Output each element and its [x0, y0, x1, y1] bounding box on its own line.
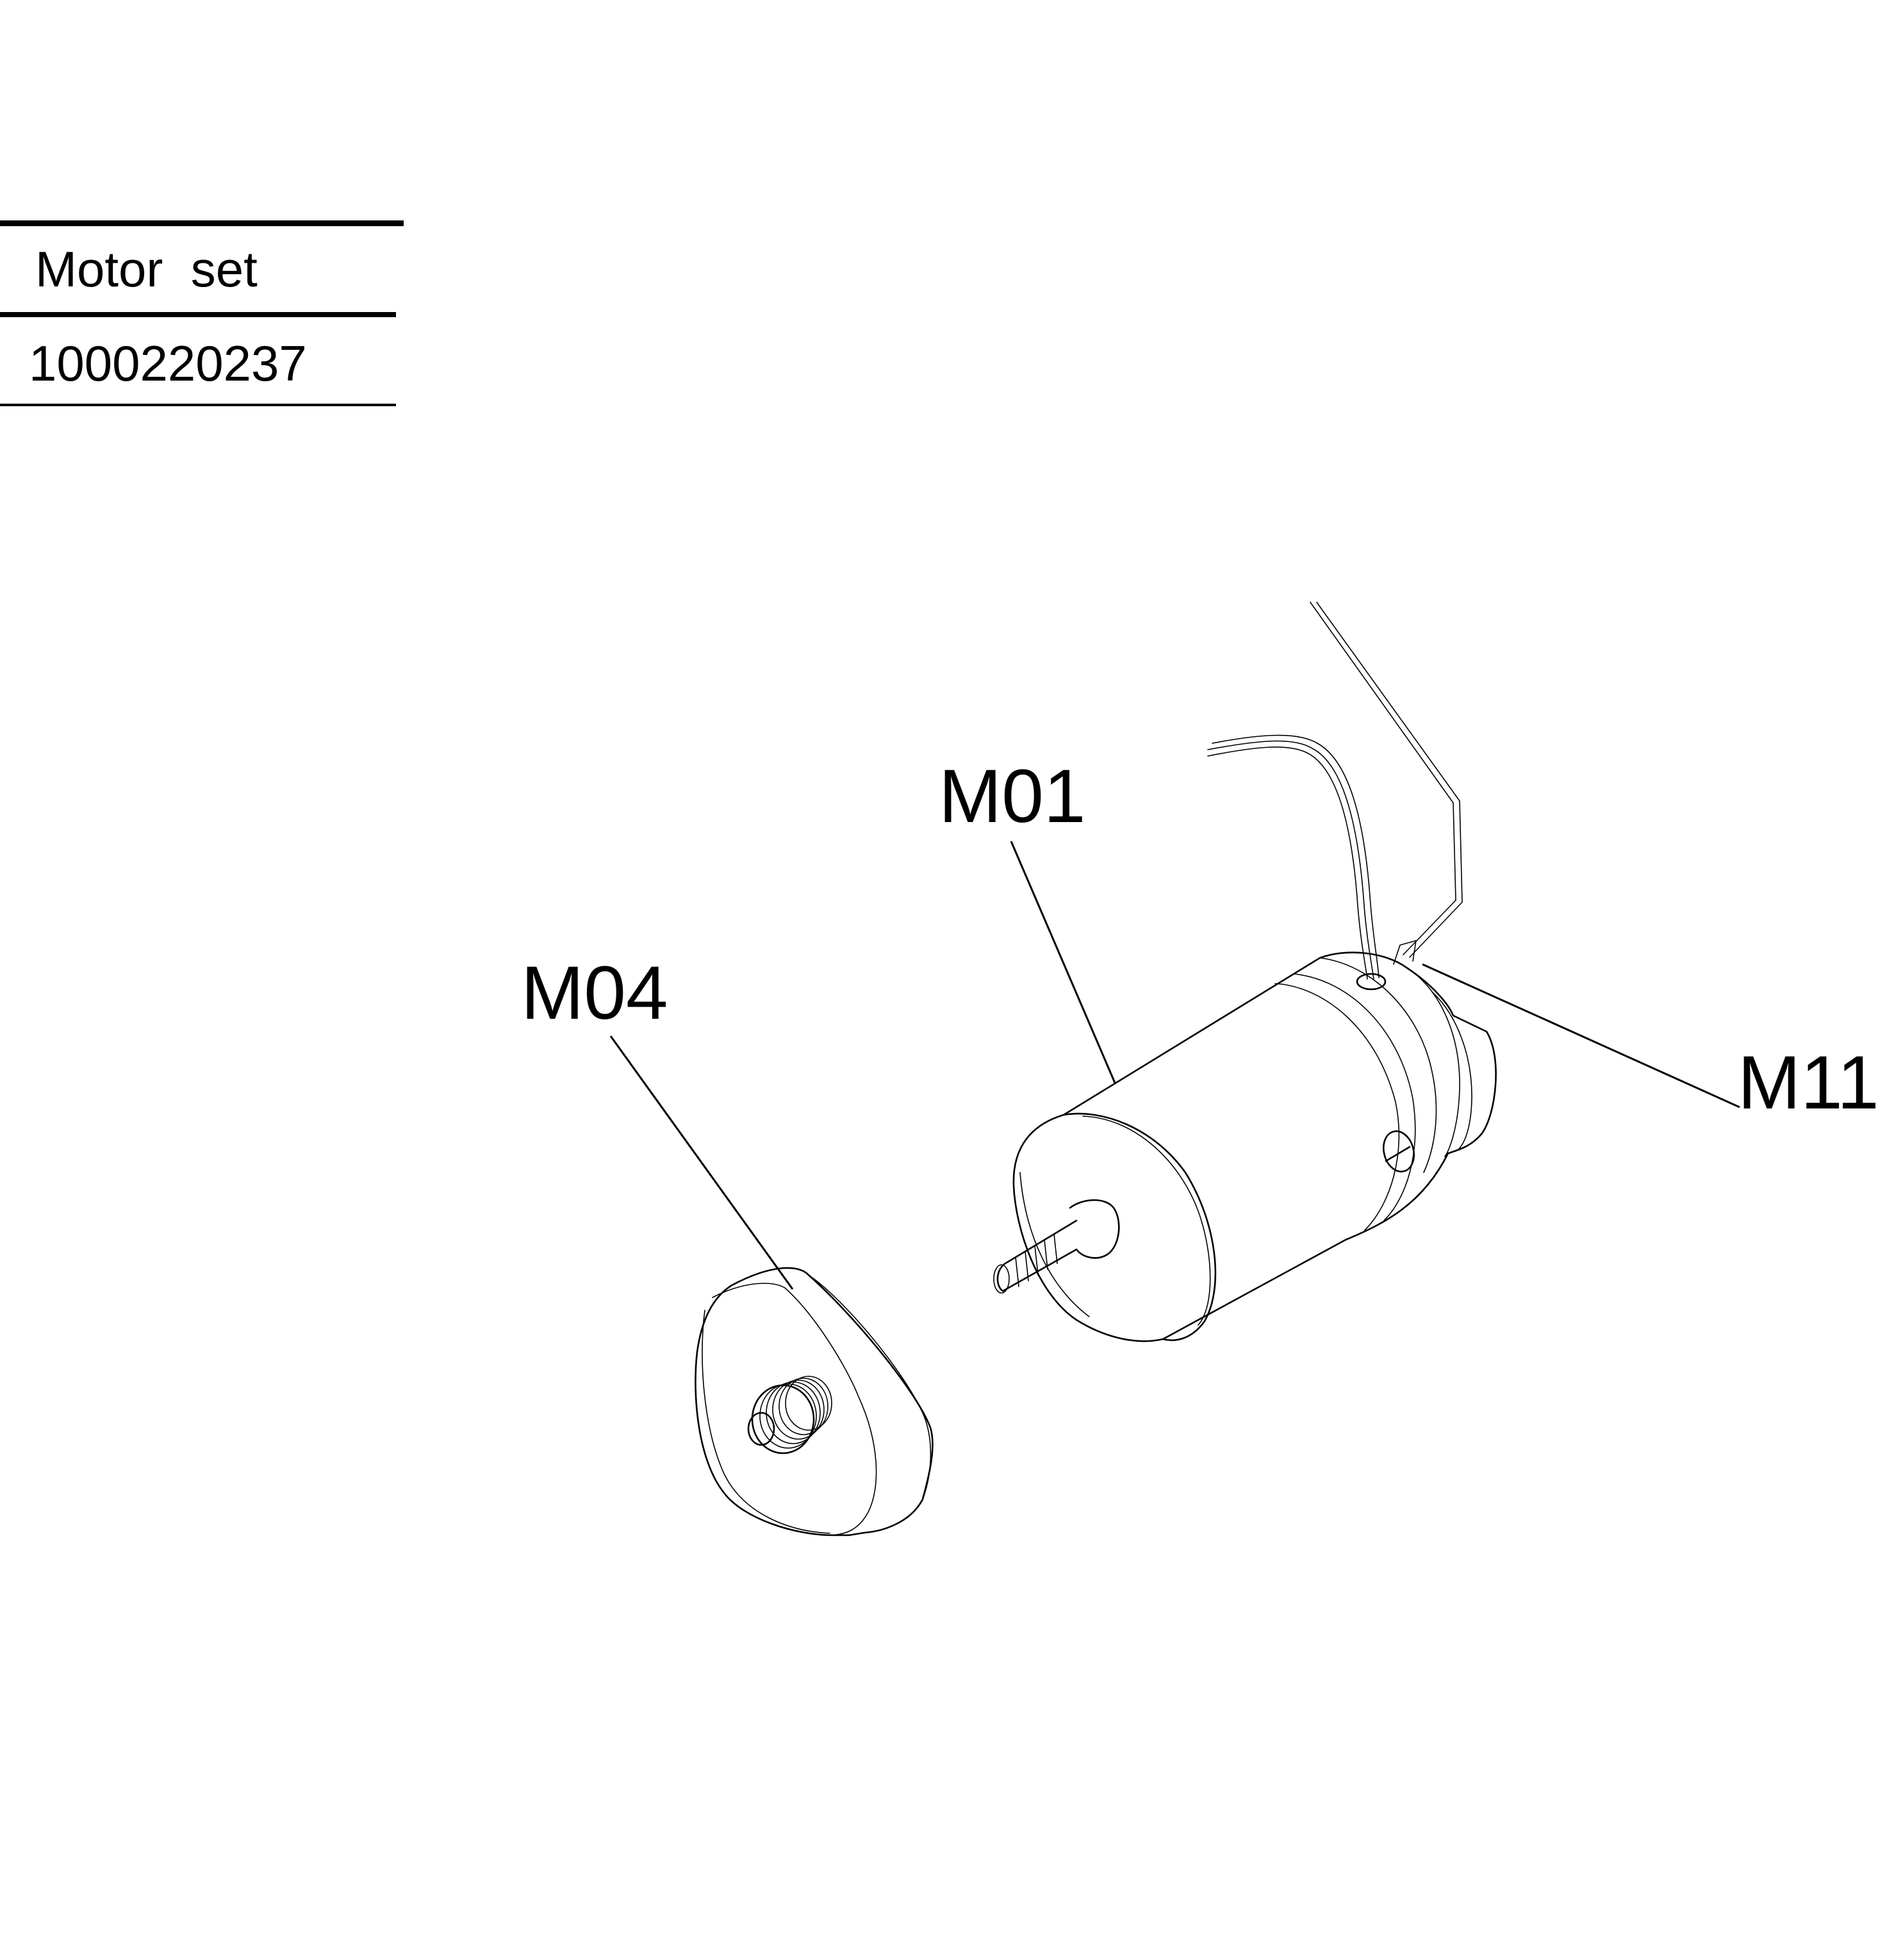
motor-long-wire-b: [1316, 602, 1463, 958]
part-number: 1000220237: [29, 335, 307, 391]
motor-long-wire-a: [1310, 602, 1456, 955]
motor-seam-2: [1294, 973, 1416, 1221]
end-cap-face-inner-edge: [702, 1310, 830, 1534]
motor-part-m01: [993, 602, 1497, 1342]
end-cap-bore: [747, 1412, 775, 1446]
motor-lead-wire-2: [1207, 740, 1374, 980]
motor-seam-1: [1274, 983, 1400, 1231]
motor-wire-grommet: [1356, 973, 1387, 991]
title-block-middle-rule: [0, 312, 396, 317]
leader-m01: [1010, 841, 1116, 1083]
end-cap-hub-outer: [751, 1384, 815, 1454]
motor-front-inner-rim: [1019, 1172, 1090, 1317]
motor-rear-edge: [1406, 967, 1460, 1157]
motor-lead-wire-1: [1207, 746, 1368, 980]
motor-terminal-tab: [1393, 940, 1417, 965]
callout-m01: M01: [939, 754, 1086, 839]
title-block: Motor set 1000220237: [0, 0, 423, 449]
motor-front-face: [1062, 1112, 1217, 1342]
leader-m11: [1422, 963, 1740, 1108]
motor-seam-3: [1319, 957, 1437, 1173]
motor-side-screw: [1382, 1130, 1415, 1173]
end-cap-part-m04: [695, 1267, 934, 1536]
end-cap-hub-thread-2: [766, 1381, 821, 1444]
end-cap-hub-thread-3: [772, 1379, 825, 1440]
end-cap-hub-thread-5: [785, 1376, 832, 1431]
motor-shaft-threads: [1015, 1233, 1058, 1287]
end-cap-face-edge: [712, 1283, 877, 1536]
motor-lead-wire-3: [1212, 734, 1380, 978]
motor-front-chamfer: [1082, 1116, 1211, 1326]
end-cap-hub-thread-4: [778, 1378, 828, 1435]
callout-m04: M04: [521, 951, 668, 1035]
end-cap-rim-back: [808, 1274, 932, 1500]
motor-rear-step: [1431, 991, 1472, 1151]
motor-shaft-tip: [993, 1264, 1010, 1294]
end-cap-rim-outline: [695, 1267, 934, 1536]
motor-shaft: [996, 1219, 1078, 1292]
motor-side-screw-slot: [1385, 1146, 1411, 1162]
motor-shaft-collar: [1069, 1199, 1120, 1259]
title-block-bottom-rule: [0, 404, 396, 406]
leader-m04: [609, 1035, 794, 1290]
motor-body-outline: [1012, 951, 1497, 1342]
callout-m11: M11: [1738, 1041, 1879, 1125]
assembly-title: Motor set: [35, 241, 258, 297]
title-block-top-rule: [0, 220, 404, 226]
